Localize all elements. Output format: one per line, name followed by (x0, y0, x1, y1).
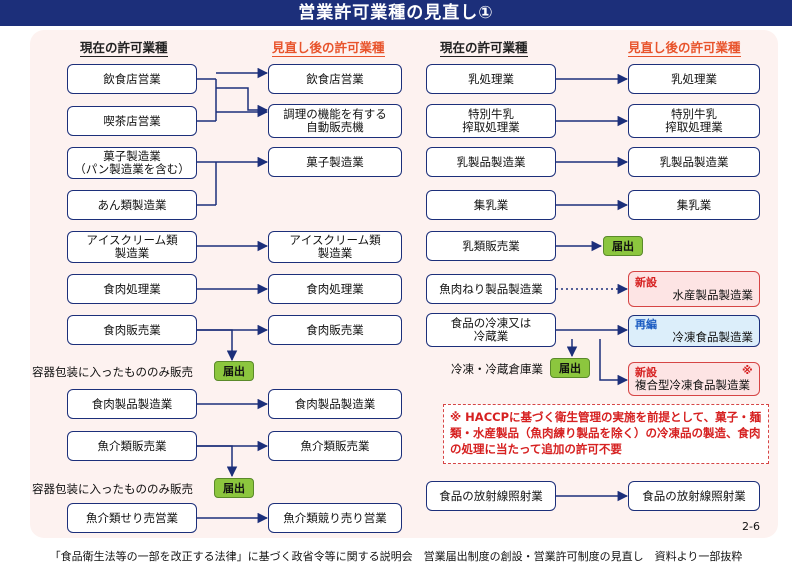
current-shokuniku-shori: 食肉処理業 (67, 274, 197, 304)
todoke-badge-nyurui: 届出 (603, 236, 643, 256)
footer-source: 「食品衛生法等の一部を改正する法律」に基づく政省令等に関する説明会 営業届出制度… (49, 550, 743, 563)
todoke-badge-1: 届出 (214, 361, 254, 381)
revised-reito: 再編 冷凍食品製造業 (628, 315, 760, 347)
current-gyokai-seri: 魚介類せり売営業 (67, 503, 197, 533)
header-current-right: 現在の許可業種 (440, 37, 528, 57)
revised-shokuniku-shori: 食肉処理業 (268, 274, 402, 304)
current-kissa: 喫茶店営業 (67, 106, 197, 136)
revised-gyokai-seri: 魚介類競り売り営業 (268, 503, 402, 533)
current-nyu-seihin: 乳製品製造業 (426, 147, 556, 177)
title-bar: 営業許可業種の見直し① (0, 0, 792, 26)
note-reizo-soko: 冷凍・冷蔵倉庫業 (451, 362, 543, 376)
current-an: あん類製造業 (67, 190, 197, 220)
current-gyokai-hanbai: 魚介類販売業 (67, 431, 197, 461)
revised-fukugo: 新設 複合型冷凍食品製造業 (628, 362, 760, 396)
revised-nyu-shori: 乳処理業 (628, 64, 760, 94)
current-shokuniku-hanbai: 食肉販売業 (67, 315, 197, 345)
todoke-badge-2: 届出 (214, 478, 254, 498)
revised-jihanki: 調理の機能を有する 自動販売機 (268, 104, 402, 138)
header-current-left: 現在の許可業種 (80, 37, 168, 57)
revised-kashi: 菓子製造業 (268, 147, 402, 177)
note-yoki-1: 容器包装に入ったもののみ販売 (32, 365, 193, 379)
revised-shunyu: 集乳業 (628, 190, 760, 220)
revised-gyokai-hanbai: 魚介類販売業 (268, 431, 402, 461)
fukugo-label: 複合型冷凍食品製造業 (635, 378, 750, 392)
revised-ice: アイスクリーム類 製造業 (268, 231, 402, 263)
haccp-note: ※ HACCPに基づく衛生管理の実施を前提として、菓子・麺類・水産製品（魚肉練り… (443, 404, 769, 464)
revised-hoshasen: 食品の放射線照射業 (628, 481, 760, 511)
header-revised-left: 見直し後の許可業種 (272, 37, 385, 57)
current-ice: アイスクリーム類 製造業 (67, 231, 197, 263)
revised-inshoku: 飲食店営業 (268, 64, 402, 94)
suisan-new-tag: 新設 (635, 276, 657, 289)
reito-label: 冷凍食品製造業 (672, 330, 754, 344)
fukugo-note-mark: ※ (742, 364, 753, 377)
todoke-badge-3: 届出 (550, 358, 590, 378)
current-reito: 食品の冷凍又は 冷蔵業 (426, 313, 556, 347)
suisan-label: 水産製品製造業 (672, 288, 754, 302)
header-revised-right: 見直し後の許可業種 (628, 37, 741, 57)
current-kashi: 菓子製造業 （パン製造業を含む） (67, 147, 197, 179)
current-nyu-shori: 乳処理業 (426, 64, 556, 94)
note-yoki-2: 容器包装に入ったもののみ販売 (32, 482, 193, 496)
page-number: 2-6 (742, 520, 760, 533)
revised-shokuniku-hanbai: 食肉販売業 (268, 315, 402, 345)
current-hoshasen: 食品の放射線照射業 (426, 481, 556, 511)
current-tokubetsu: 特別牛乳 搾取処理業 (426, 104, 556, 138)
current-shunyu: 集乳業 (426, 190, 556, 220)
revised-suisan: 新設 水産製品製造業 (628, 271, 760, 307)
current-shokuniku-seihin: 食肉製品製造業 (67, 389, 197, 419)
reito-reorg-tag: 再編 (635, 318, 657, 331)
revised-tokubetsu: 特別牛乳 搾取処理業 (628, 104, 760, 138)
revised-shokuniku-seihin: 食肉製品製造業 (268, 389, 402, 419)
revised-nyu-seihin: 乳製品製造業 (628, 147, 760, 177)
current-nyurui-hanbai: 乳類販売業 (426, 231, 556, 261)
current-inshoku: 飲食店営業 (67, 64, 197, 94)
fukugo-new-tag: 新設 (635, 366, 657, 379)
page-title: 営業許可業種の見直し① (298, 3, 494, 23)
current-neri: 魚肉ねり製品製造業 (426, 274, 556, 304)
